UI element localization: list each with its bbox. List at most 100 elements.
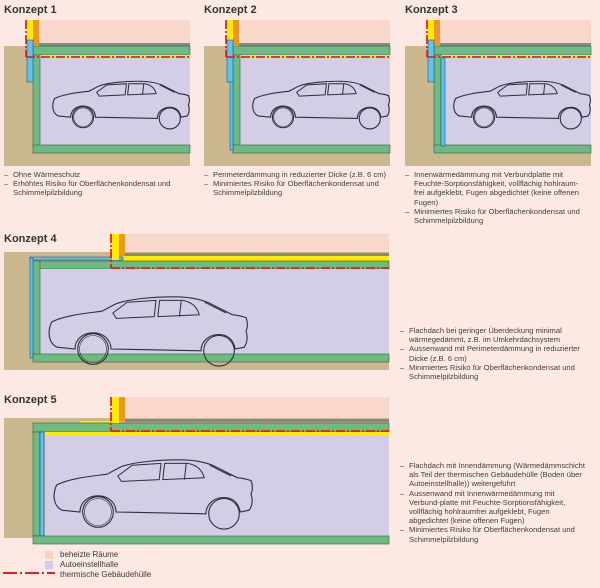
car-wheel-rim: [79, 335, 107, 363]
car-wheel: [559, 107, 582, 130]
car-icon: [52, 80, 190, 130]
concept-4-description: Flachdach bei geringer Überdeckung minim…: [400, 326, 585, 381]
floor-slab: [232, 144, 391, 154]
car-window: [496, 83, 528, 97]
upper-wall: [119, 397, 125, 421]
car-wheel-rim: [273, 107, 293, 127]
car-icon: [453, 80, 591, 130]
concept-5-title: Konzept 5: [4, 394, 57, 406]
concept-4-diagram: [4, 234, 390, 370]
concept-5-bullet: Minimiertes Risiko für Oberflächenkonden…: [400, 525, 585, 543]
concept-1-bullet: Ohne Wärmeschutz: [4, 170, 194, 179]
garage-space: [240, 58, 390, 147]
concept-3-title: Konzept 3: [405, 4, 458, 16]
car-body: [53, 459, 253, 515]
floor-slab: [32, 353, 390, 363]
concept-2-bullet: Minimiertes Risiko für Oberflächenkonden…: [204, 179, 394, 197]
heated-rooms-swatch: [45, 551, 53, 559]
car-wheel: [358, 107, 381, 130]
car-rear-window: [159, 84, 175, 93]
car-wheel: [472, 106, 496, 129]
garage-space: [40, 58, 190, 147]
floor-slab: [32, 535, 390, 545]
car-icon: [252, 80, 390, 130]
legend-label: thermische Gebäudehülle: [60, 570, 152, 579]
garage-space: [40, 269, 389, 354]
car-wheel-rim: [84, 498, 112, 526]
floor-finish: [36, 43, 190, 46]
ceiling-insulation: [441, 55, 591, 58]
concept-3-diagram: [405, 20, 592, 166]
floor-slab: [32, 144, 191, 154]
outer-wall: [32, 260, 41, 355]
concept-4-bullet: Minimiertes Risiko für Oberflächenkonden…: [400, 363, 585, 381]
car-pillar: [543, 83, 546, 95]
car-window: [295, 83, 327, 97]
concept-3-bullet: Minimiertes Risiko für Oberflächenkonden…: [405, 207, 580, 225]
perimeter-insulation: [29, 257, 34, 359]
car-wheel: [71, 106, 95, 129]
ceiling-insulation: [40, 55, 190, 58]
garage-space: [45, 436, 389, 536]
legend-label: Autoeinstellhalle: [60, 560, 119, 569]
concept-1-title: Konzept 1: [4, 4, 57, 16]
interior-insulation: [440, 57, 446, 147]
car-window: [528, 83, 558, 96]
outer-wall: [433, 54, 442, 148]
ceiling-insulation: [240, 55, 390, 58]
interior-insulation: [39, 431, 45, 537]
upper-wall-insulation: [112, 234, 119, 260]
car-pillar: [142, 83, 145, 95]
car-rear-window: [209, 464, 232, 477]
car-wheel: [77, 333, 109, 365]
ceiling-insulation: [45, 432, 389, 436]
garage-space: [441, 58, 591, 147]
upper-wall: [233, 20, 239, 46]
concept-2-diagram: [204, 20, 391, 166]
outer-wall: [232, 54, 241, 148]
car-wheel: [158, 107, 181, 130]
car-window: [117, 462, 162, 482]
concept-2-title: Konzept 2: [204, 4, 257, 16]
upper-wall: [434, 20, 440, 46]
envelope-dashline-icon: [3, 572, 55, 574]
ceiling-slab: [32, 422, 390, 433]
car-body: [52, 80, 190, 120]
upper-wall-insulation: [27, 20, 33, 40]
concept-1-bullet: Erhöhtes Risiko für Oberflächenkondensat…: [4, 179, 194, 197]
heated-room: [236, 20, 390, 46]
floor-finish: [437, 43, 591, 46]
heated-room: [437, 20, 591, 46]
car-window: [162, 462, 205, 481]
car-wheel: [203, 334, 235, 367]
car-window: [327, 83, 357, 96]
upper-wall-insulation: [428, 20, 434, 40]
ceiling-slab: [433, 45, 592, 56]
car-wheel: [271, 106, 295, 129]
car-rear-window: [560, 84, 576, 93]
concept-3-bullet: Innenwärmedämmung mit Verbundplatte mit …: [405, 170, 580, 207]
heated-room: [36, 20, 190, 46]
car-body: [252, 80, 390, 120]
soil-insulation-strip: [80, 421, 112, 423]
car-pillar: [342, 83, 345, 95]
floor-finish: [236, 43, 390, 46]
car-body: [48, 296, 248, 352]
roof-insulation-blue: [29, 256, 124, 261]
concept-4-bullet: Flachdach bei geringer Überdeckung minim…: [400, 326, 585, 344]
garage-swatch: [45, 561, 53, 569]
car-window: [157, 299, 200, 318]
perimeter-insulation: [26, 39, 34, 83]
concept-3-description: Innenwärmedämmung mit Verbundplatte mit …: [405, 170, 580, 225]
car-rear-window: [359, 84, 375, 93]
concept-2-bullet: Perimeterdämmung in reduzierter Dicke (z…: [204, 170, 394, 179]
car-wheel-rim: [474, 107, 494, 127]
roof-finish: [125, 253, 389, 256]
car-window: [95, 83, 127, 97]
concept-5-bullet: Flachdach mit Innendämmung (Wärmedämmsch…: [400, 461, 585, 489]
car-wheel: [82, 496, 114, 528]
upper-wall-insulation: [227, 20, 233, 40]
concept-4-bullet: Aussenwand mit Perimeterdämmung in reduz…: [400, 344, 585, 362]
concept-5-bullet: Aussenwand mit Innenwärmedämmung mit Ver…: [400, 489, 585, 526]
